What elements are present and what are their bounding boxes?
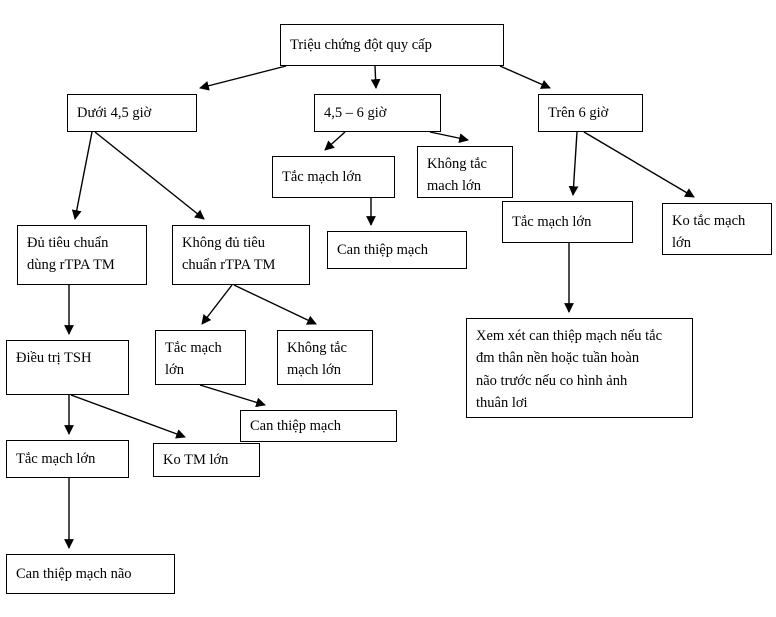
- flowchart-node-r_noocc[interactable]: Ko tắc mạch lớn: [662, 203, 772, 255]
- node-label: Không tắc mạch lớn: [287, 340, 347, 379]
- edge-l_tsh-to-l_kotm: [70, 394, 186, 439]
- node-label: Xem xét can thiệp mạch nếu tắc đm thân n…: [476, 328, 663, 412]
- flowchart-node-root[interactable]: Triệu chứng đột quy cấp: [280, 24, 504, 66]
- flowchart-node-t2[interactable]: 4,5 – 6 giờ: [314, 94, 441, 132]
- node-label: Dưới 4,5 giờ: [77, 104, 152, 121]
- node-label: Can thiệp mạch não: [16, 565, 132, 582]
- flowchart-node-l_tsh[interactable]: Điều trị TSH: [6, 340, 129, 395]
- flowchart-node-l_elig[interactable]: Đủ tiêu chuẩn dùng rTPA TM: [17, 225, 147, 285]
- node-label: Trên 6 giờ: [548, 104, 609, 121]
- node-label: Can thiệp mạch: [337, 241, 429, 258]
- node-label: Tắc mạch lớn: [165, 340, 222, 379]
- flowchart-node-l_interv[interactable]: Can thiệp mạch: [240, 410, 397, 442]
- node-label: Ko tắc mạch lớn: [672, 213, 746, 252]
- edge-t3-to-r_occl: [568, 131, 579, 196]
- edge-t2-to-m_noocc: [429, 131, 469, 143]
- flowchart-node-l_inelig[interactable]: Không đủ tiêu chuẩn rTPA TM: [172, 225, 310, 285]
- flowchart-node-t3[interactable]: Trên 6 giờ: [538, 94, 643, 132]
- node-label: Đủ tiêu chuẩn dùng rTPA TM: [27, 235, 115, 274]
- flowchart-node-m_occl[interactable]: Tắc mạch lớn: [272, 156, 395, 198]
- flowchart-node-m_noocc[interactable]: Không tắc mach lớn: [417, 146, 513, 198]
- edge-root-to-t2: [370, 65, 381, 89]
- edge-l_inelig-to-l_noocc2: [233, 284, 317, 325]
- flowchart-node-r_occl[interactable]: Tắc mạch lớn: [502, 201, 633, 243]
- node-label: 4,5 – 6 giờ: [324, 104, 387, 121]
- node-label: Tắc mạch lớn: [16, 450, 96, 467]
- edge-t3-to-r_noocc: [583, 131, 695, 198]
- node-label: Không đủ tiêu chuẩn rTPA TM: [182, 235, 276, 274]
- flowchart-node-m_interv[interactable]: Can thiệp mạch: [327, 231, 467, 269]
- edge-root-to-t1: [199, 65, 287, 91]
- edge-t2-to-m_occl: [324, 131, 346, 151]
- edge-t1-to-l_inelig: [94, 131, 205, 220]
- edge-l_inelig-to-l_occl2: [201, 284, 233, 325]
- node-label: Tắc mạch lớn: [282, 168, 362, 185]
- edge-root-to-t3: [499, 65, 551, 89]
- node-label: Triệu chứng đột quy cấp: [290, 36, 432, 53]
- node-label: Ko TM lớn: [163, 451, 229, 468]
- flowchart-node-r_consider[interactable]: Xem xét can thiệp mạch nếu tắc đm thân n…: [466, 318, 693, 418]
- node-label: Tắc mạch lớn: [512, 213, 592, 230]
- flowchart-node-l_noocc2[interactable]: Không tắc mạch lớn: [277, 330, 373, 385]
- flowchart-node-t1[interactable]: Dưới 4,5 giờ: [67, 94, 197, 132]
- flowchart-node-l_brain[interactable]: Can thiệp mạch não: [6, 554, 175, 594]
- flowchart-node-l_occl3[interactable]: Tắc mạch lớn: [6, 440, 129, 478]
- flowchart-node-l_occl2[interactable]: Tắc mạch lớn: [155, 330, 246, 385]
- node-label: Can thiệp mạch: [250, 417, 342, 434]
- edge-t1-to-l_elig: [71, 131, 93, 220]
- node-label: Không tắc mach lớn: [427, 156, 487, 195]
- edge-l_occl2-to-l_interv: [199, 384, 266, 408]
- node-label: Điều trị TSH: [16, 350, 92, 366]
- flowchart-node-l_kotm[interactable]: Ko TM lớn: [153, 443, 260, 477]
